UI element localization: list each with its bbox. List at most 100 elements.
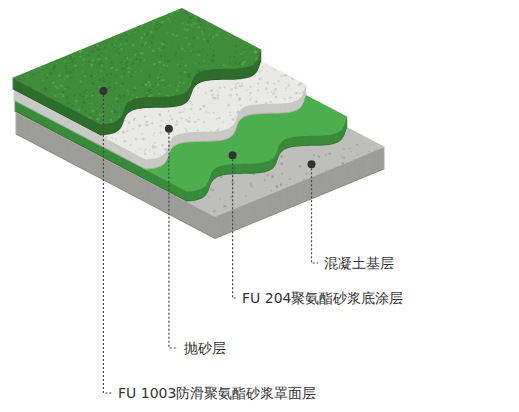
speck xyxy=(78,143,79,144)
speck xyxy=(113,194,116,197)
speck xyxy=(283,157,285,159)
speck xyxy=(205,13,208,16)
speck xyxy=(152,146,155,149)
speck xyxy=(50,140,52,142)
speck xyxy=(314,200,316,202)
speck xyxy=(249,99,251,101)
speck xyxy=(140,148,141,149)
speck xyxy=(14,55,16,57)
speck xyxy=(337,89,339,91)
speck xyxy=(17,169,20,172)
speck xyxy=(187,120,189,122)
speck xyxy=(15,111,16,112)
speck xyxy=(142,57,143,58)
speck xyxy=(235,51,237,53)
speck xyxy=(295,104,296,105)
speck xyxy=(30,104,32,106)
speck xyxy=(110,119,112,121)
speck xyxy=(291,44,294,47)
speck xyxy=(290,62,292,64)
speck xyxy=(115,138,117,140)
speck xyxy=(274,88,276,90)
speck xyxy=(197,118,199,120)
speck xyxy=(286,55,289,58)
speck xyxy=(257,82,259,84)
speck xyxy=(202,105,205,108)
speck xyxy=(61,151,63,153)
speck xyxy=(288,121,291,124)
speck xyxy=(283,23,286,26)
speck xyxy=(280,162,283,165)
speck xyxy=(35,135,38,138)
speck xyxy=(266,71,268,73)
speck xyxy=(29,29,32,32)
speck xyxy=(209,196,211,198)
speck xyxy=(77,37,79,39)
speck xyxy=(64,42,66,44)
speck xyxy=(368,200,370,202)
speck xyxy=(200,14,203,17)
speck xyxy=(121,68,124,71)
speck xyxy=(51,212,54,215)
speck xyxy=(335,198,336,199)
speck xyxy=(15,49,17,51)
speck xyxy=(254,110,257,113)
speck xyxy=(328,174,330,176)
speck xyxy=(288,49,291,52)
speck xyxy=(208,85,210,87)
speck xyxy=(84,156,87,159)
speck xyxy=(274,122,276,124)
speck xyxy=(127,18,129,20)
speck xyxy=(205,103,206,104)
speck xyxy=(218,128,220,130)
speck xyxy=(58,136,59,137)
speck xyxy=(36,42,38,44)
speck xyxy=(39,155,41,157)
speck xyxy=(269,60,272,63)
speck xyxy=(194,121,196,123)
speck xyxy=(326,170,327,171)
speck xyxy=(272,203,275,206)
speck xyxy=(285,114,288,117)
speck xyxy=(117,132,119,134)
speck xyxy=(192,51,194,53)
speck xyxy=(356,55,358,57)
speck xyxy=(348,62,350,64)
speck xyxy=(370,63,372,65)
speck xyxy=(69,71,72,74)
speck xyxy=(89,116,91,118)
speck xyxy=(350,151,351,152)
speck xyxy=(305,48,307,50)
speck xyxy=(247,98,249,100)
speck xyxy=(263,129,265,131)
speck xyxy=(42,24,44,26)
speck xyxy=(104,28,107,31)
speck xyxy=(338,199,341,202)
speck xyxy=(263,144,265,146)
speck xyxy=(46,135,47,136)
speck xyxy=(164,10,165,11)
speck xyxy=(220,122,222,124)
speck xyxy=(65,51,67,53)
speck xyxy=(247,112,250,115)
speck xyxy=(244,136,246,138)
speck xyxy=(111,137,113,139)
speck xyxy=(78,162,80,164)
speck xyxy=(191,48,193,50)
speck xyxy=(210,89,213,92)
speck xyxy=(215,14,217,16)
speck xyxy=(130,93,132,95)
speck xyxy=(275,96,277,98)
speck xyxy=(15,124,17,126)
speck xyxy=(174,111,176,113)
speck xyxy=(260,124,261,125)
speck xyxy=(176,121,178,123)
speck xyxy=(47,58,49,60)
speck xyxy=(253,18,256,21)
speck xyxy=(322,70,324,72)
speck xyxy=(184,71,186,73)
speck xyxy=(50,60,52,62)
speck xyxy=(233,132,235,134)
speck xyxy=(376,80,378,82)
speck xyxy=(67,69,68,70)
